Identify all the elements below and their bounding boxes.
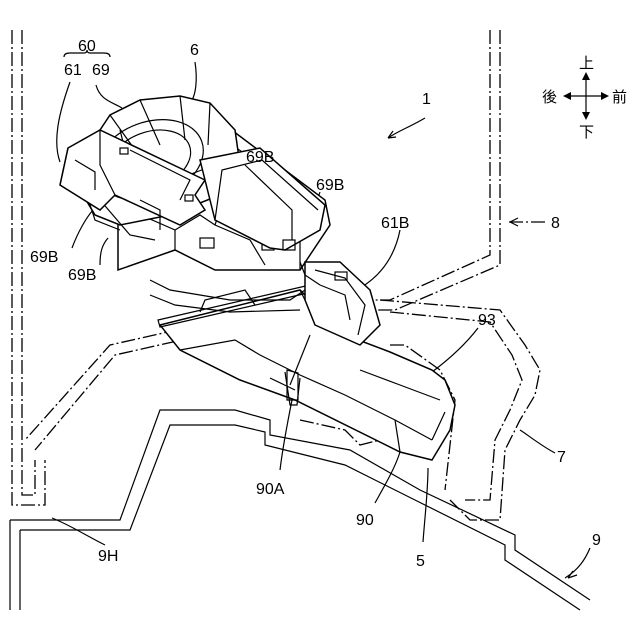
label-69B-lower: 69B xyxy=(68,267,96,284)
label-90: 90 xyxy=(356,512,374,529)
label-69B-left: 69B xyxy=(30,249,58,266)
label-7: 7 xyxy=(557,449,566,466)
compass-back-label: 後 xyxy=(542,88,557,106)
label-6: 6 xyxy=(190,42,199,59)
label-69B-mid: 69B xyxy=(316,177,344,194)
direction-compass: 上 下 後 前 xyxy=(542,54,627,141)
floor-panel-9 xyxy=(10,410,590,610)
compass-front-label: 前 xyxy=(612,88,627,106)
label-61: 61 xyxy=(64,62,82,79)
label-9H: 9H xyxy=(98,548,118,565)
compass-down-label: 下 xyxy=(579,123,594,141)
compass-up-label: 上 xyxy=(579,54,594,72)
label-69B-top: 69B xyxy=(246,149,274,166)
label-5: 5 xyxy=(416,553,425,570)
label-1: 1 xyxy=(422,91,431,108)
label-90A: 90A xyxy=(256,481,285,498)
label-61B: 61B xyxy=(381,215,409,232)
label-8: 8 xyxy=(551,215,560,232)
bracket-90 xyxy=(158,285,455,460)
label-93: 93 xyxy=(478,312,496,329)
label-69: 69 xyxy=(92,62,110,79)
label-9: 9 xyxy=(592,532,601,549)
